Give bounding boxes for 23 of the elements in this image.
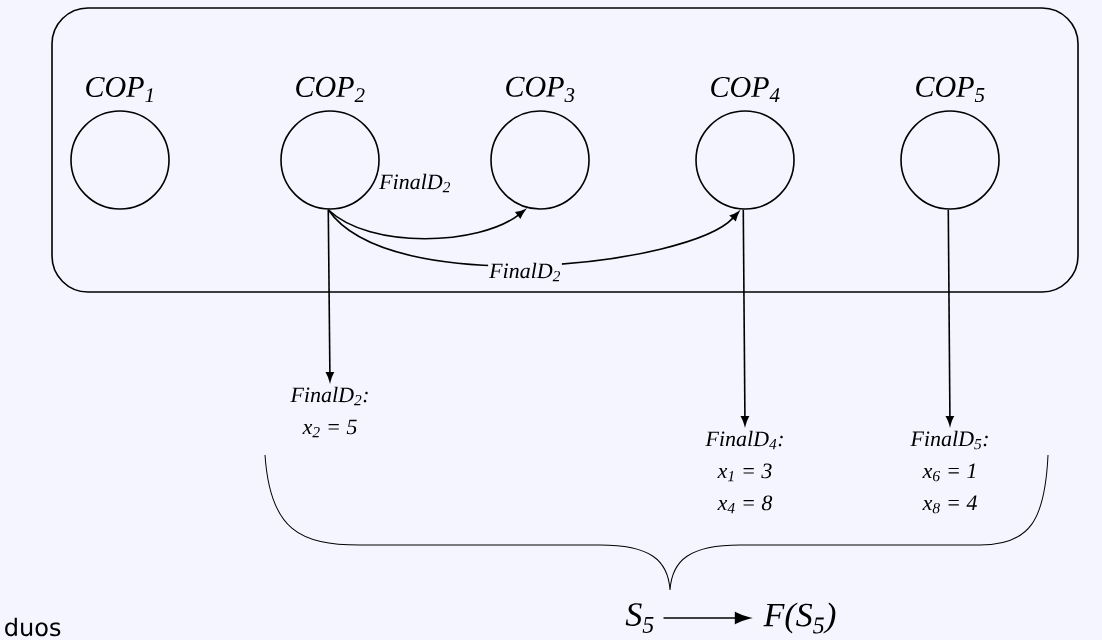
group-box	[51, 7, 1079, 293]
note-text: duos	[5, 617, 61, 637]
node-label: COP$_{2}$	[296, 76, 365, 103]
circle-node: COP$_{4}$	[695, 76, 795, 210]
value-text: FinalD$_{2}$: x$_{2}$ = 5	[290, 386, 368, 438]
circle-node: COP$_{5}$	[900, 76, 1000, 210]
formula-text: F(S$_{5}$)	[763, 602, 836, 634]
node-label: COP$_{3}$	[506, 76, 575, 103]
value-text: FinalD$_{4}$: x$_{1}$ = 3 x$_{4}$ = 8	[705, 430, 783, 514]
circle-node: COP$_{2}$	[280, 76, 380, 210]
edge-label: FinalD$_{2}$	[379, 173, 451, 193]
node-label: COP$_{4}$	[711, 76, 780, 103]
circle-node: COP$_{3}$	[490, 76, 590, 210]
arrow	[326, 208, 334, 382]
node-label: COP$_{5}$	[916, 76, 985, 103]
edge-label: FinalD$_{2}$	[489, 262, 561, 282]
node-label: COP$_{1}$	[86, 76, 153, 103]
formula-text: S$_{5}$	[625, 603, 654, 633]
arrow	[946, 208, 954, 426]
arrow	[662, 612, 751, 624]
value-text: FinalD$_{5}$: x$_{6}$ = 1 x$_{8}$ = 4	[910, 430, 988, 514]
arrow	[741, 208, 749, 426]
circle-node: COP$_{1}$	[70, 76, 170, 210]
